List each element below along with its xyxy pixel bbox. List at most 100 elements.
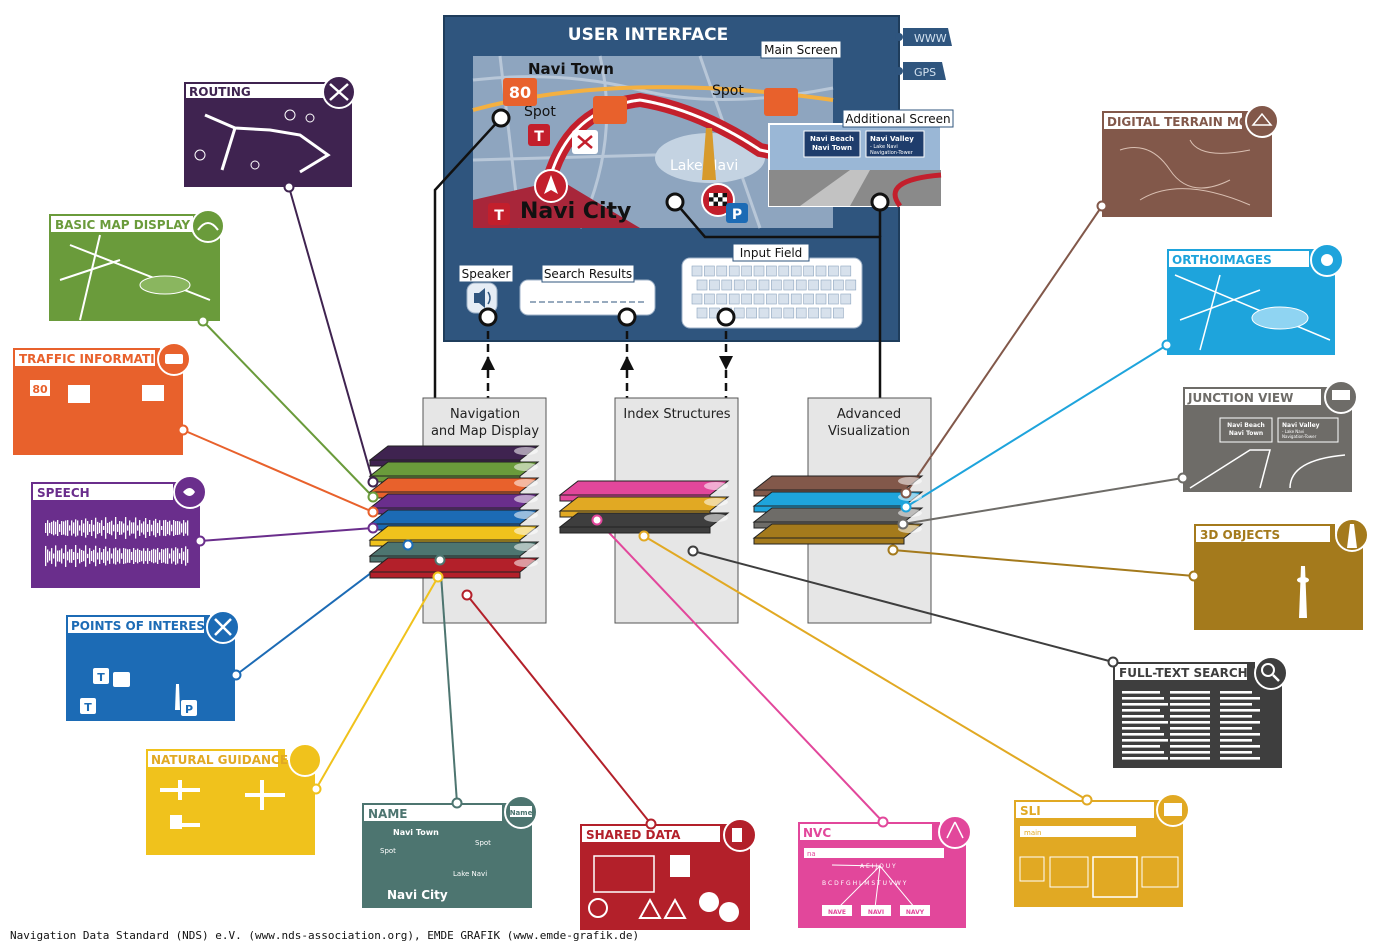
sign1-line2: Navi Town xyxy=(812,144,852,152)
nvc-input: na xyxy=(807,850,816,858)
map-spot-1: Spot xyxy=(524,104,556,120)
connector-name xyxy=(439,559,458,804)
terrain-icon xyxy=(1245,104,1279,138)
speaker-label: Speaker xyxy=(462,267,511,281)
poi-restaurant-small-icon xyxy=(113,672,130,687)
speech-title: SPEECH xyxy=(37,486,90,500)
junction-sign2-line3: Navigation-Tower xyxy=(1282,434,1317,439)
connector-dot-dtm-end xyxy=(1096,200,1108,212)
magnifier-icon xyxy=(1254,656,1288,690)
name-title: NAME xyxy=(368,807,407,821)
connector-junction xyxy=(902,477,1184,525)
connector-dot-basic_map-start xyxy=(367,491,379,503)
connector-dot-basic_map-end xyxy=(197,315,209,327)
poi-parking-icon xyxy=(181,700,197,716)
layer-full-text xyxy=(558,512,730,534)
connector-dot-speech-start xyxy=(367,522,379,534)
nvc-input-box xyxy=(804,848,944,858)
gps-label: GPS xyxy=(914,66,936,79)
map-navi-city: Navi City xyxy=(520,199,631,224)
connector-dot-ortho-end xyxy=(1161,339,1173,351)
input-field-label: Input Field xyxy=(740,246,803,260)
junction-sign2-line2: - Lake Navi xyxy=(1282,429,1304,434)
full-text-search-title: FULL-TEXT SEARCH xyxy=(1119,666,1248,680)
card-orthoimages: ORTHOIMAGES xyxy=(1167,243,1344,355)
svg-text:T: T xyxy=(534,129,544,145)
natural-guidance-title: NATURAL GUIDANCE xyxy=(151,753,288,767)
dtm-title: DIGITAL TERRAIN MODEL xyxy=(1107,115,1275,129)
connector-dot-shared-start xyxy=(461,589,473,601)
map-spot-2: Spot xyxy=(712,83,744,99)
svg-text:T: T xyxy=(97,671,105,684)
sign2-line3: Navigation-Tower xyxy=(870,150,914,156)
speed-sign-icon xyxy=(503,78,537,106)
nvc-letters-2: B C D F G H L M S T U V W Y xyxy=(822,880,907,887)
svg-text:T: T xyxy=(494,208,504,224)
map-speed: 80 xyxy=(509,83,531,102)
footer-credit: Navigation Data Standard (NDS) e.V. (www… xyxy=(10,929,639,942)
traffic-jam-icon xyxy=(764,88,798,116)
card-full-text-search: FULL-TEXT SEARCH xyxy=(1113,656,1288,768)
connector-dot-routing-end xyxy=(283,181,295,193)
connector-dot-nvc-end xyxy=(877,816,889,828)
routing-title: ROUTING xyxy=(189,85,251,99)
full-text-lines xyxy=(1122,691,1260,760)
connector-dot-name-end xyxy=(451,797,463,809)
svg-text:P: P xyxy=(732,207,742,223)
junction-sign1-line1: Navi Beach xyxy=(1227,422,1265,429)
sign1-line1: Navi Beach xyxy=(810,135,854,143)
connector-nvc xyxy=(596,519,884,823)
sli-title: SLI xyxy=(1020,804,1041,818)
connector-dot-natural-end xyxy=(310,783,322,795)
speech-waveform xyxy=(45,517,189,567)
name-navi-city: Navi City xyxy=(387,888,448,902)
connector-shared xyxy=(466,594,652,825)
connector-routing xyxy=(288,186,374,483)
index-structures-label: Index Structures xyxy=(623,407,730,422)
main-screen-label: Main Screen xyxy=(764,43,838,57)
connector-dot-junction-end xyxy=(1177,472,1189,484)
connector-fulltext xyxy=(692,550,1114,663)
name-spot-2: Spot xyxy=(475,839,491,847)
card-name: NAME Name Navi Town Spot Spot Lake Navi … xyxy=(362,795,538,908)
layer-shared-data xyxy=(368,557,540,579)
tower-icon xyxy=(702,128,716,180)
poi-t-icon-2 xyxy=(80,698,96,714)
connector-dtm xyxy=(905,205,1103,494)
connector-dot-poi-end xyxy=(230,669,242,681)
connector-dot-sli-start xyxy=(638,530,650,542)
traffic-speed: 80 xyxy=(32,383,48,396)
nvc-button-navy: NAVY xyxy=(906,909,925,916)
3d-objects-title: 3D OBJECTS xyxy=(1200,528,1280,542)
card-basic-map-display: BASIC MAP DISPLAY xyxy=(49,209,225,321)
connector-dot-natural-start xyxy=(432,571,444,583)
poi-t-icon xyxy=(93,668,109,684)
connector-dot-objects-start xyxy=(887,544,899,556)
traffic-title: TRAFFIC INFORMATION xyxy=(19,352,175,366)
card-points-of-interest: POINTS OF INTEREST T T P xyxy=(66,610,240,721)
basic-map-title: BASIC MAP DISPLAY xyxy=(55,218,190,232)
connector-dot-speech-end xyxy=(194,535,206,547)
sli-input-box xyxy=(1020,826,1136,837)
card-digital-terrain-model: DIGITAL TERRAIN MODEL xyxy=(1102,104,1279,217)
name-lake-navi: Lake Navi xyxy=(453,870,487,878)
search-results-field xyxy=(519,279,656,316)
user-interface-panel: USER INTERFACE WWW GPS Navi Town S xyxy=(443,15,954,342)
additional-screen: Navi Beach Navi Town Navi Valley - Lake … xyxy=(768,123,942,208)
ui-title: USER INTERFACE xyxy=(568,25,728,45)
orthoimages-title: ORTHOIMAGES xyxy=(1172,253,1272,267)
connector-dot-sli-end xyxy=(1081,794,1093,806)
junction-sign2-line1: Navi Valley xyxy=(1282,422,1320,429)
shared-data-title: SHARED DATA xyxy=(586,828,681,842)
nvc-tree-icon xyxy=(938,815,972,849)
svg-text:P: P xyxy=(185,703,193,716)
speed-limit-icon xyxy=(30,380,50,396)
layer-3d-objects xyxy=(752,523,924,545)
sign2-line1: Navi Valley xyxy=(870,135,914,143)
card-junction-view: JUNCTION VIEW Navi Beach Navi Town Navi … xyxy=(1183,380,1358,492)
parking-icon xyxy=(726,203,748,223)
card-traffic-information: TRAFFIC INFORMATION 80 xyxy=(13,342,191,455)
connector-dot-traffic-end xyxy=(177,424,189,436)
